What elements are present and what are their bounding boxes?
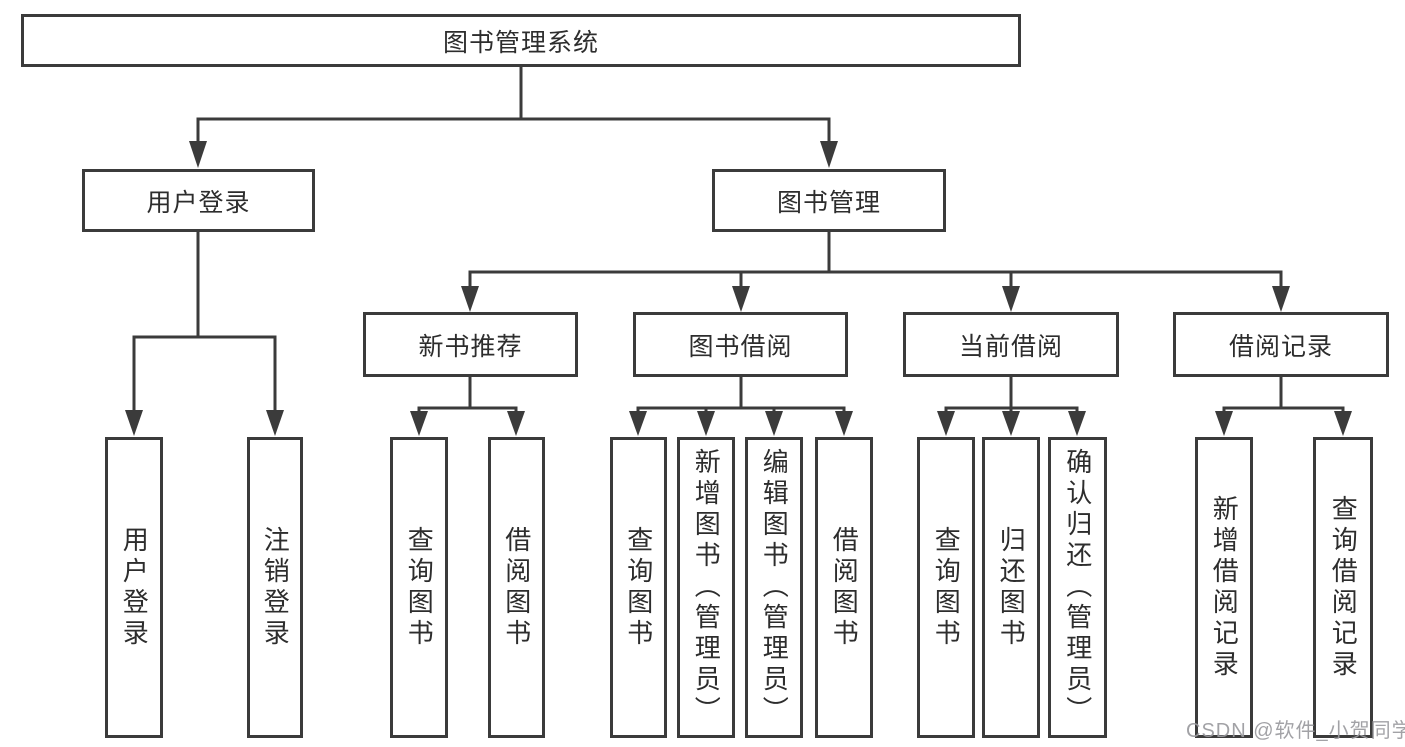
connector-records-rail [1222, 406, 1345, 414]
leaf-query-borrow-record: 查询借阅记录 [1313, 437, 1373, 738]
node-label: 图书借阅 [688, 332, 793, 361]
connector-level2-rail [196, 117, 831, 144]
arrow-down-icon [629, 411, 647, 436]
leaf-label: 查询图书 [931, 525, 962, 650]
leaf-borrow-books-recommend: 借阅图书 [488, 437, 545, 738]
leaf-return-books: 归还图书 [982, 437, 1040, 738]
leaf-label: 新增图书（管理员） [691, 448, 722, 727]
csdn-watermark: CSDN @软件_小贺同学 [1186, 720, 1405, 742]
connector-borrowing-rail [636, 406, 846, 414]
connector-level3-rail [468, 270, 1283, 288]
leaf-logout: 注销登录 [247, 437, 303, 738]
leaf-add-borrow-record: 新增借阅记录 [1195, 437, 1253, 738]
arrow-down-icon [410, 411, 428, 436]
leaf-borrow-books-borrowing: 借阅图书 [815, 437, 873, 738]
arrow-down-icon [1215, 411, 1233, 436]
arrow-down-icon [1002, 286, 1020, 312]
arrow-down-icon [507, 411, 525, 436]
leaf-query-books-borrowing: 查询图书 [610, 437, 667, 738]
node-label: 新书推荐 [418, 332, 523, 361]
arrow-down-icon [937, 411, 955, 436]
leaf-confirm-return-admin: 确认归还（管理员） [1048, 437, 1107, 738]
arrow-down-icon [732, 286, 750, 312]
leaf-label: 归还图书 [996, 525, 1027, 650]
leaf-label: 注销登录 [260, 525, 291, 650]
connector-recommend-rail [417, 406, 518, 414]
arrow-down-icon [1002, 411, 1020, 436]
arrow-down-icon [1334, 411, 1352, 436]
leaf-query-books-recommend: 查询图书 [390, 437, 448, 738]
node-label: 当前借阅 [958, 332, 1063, 361]
node-label: 借阅记录 [1228, 332, 1333, 361]
leaf-label: 查询图书 [623, 525, 654, 650]
leaf-label: 查询借阅记录 [1328, 494, 1359, 681]
leaf-user-login: 用户登录 [105, 437, 163, 738]
leaf-label: 确认归还（管理员） [1062, 448, 1093, 727]
leaf-label: 借阅图书 [501, 525, 532, 650]
arrow-down-icon [125, 410, 143, 436]
arrow-down-icon [835, 411, 853, 436]
leaf-query-books-current: 查询图书 [917, 437, 975, 738]
leaf-add-books-admin: 新增图书（管理员） [677, 437, 735, 738]
arrow-down-icon [697, 411, 715, 436]
arrow-down-icon [189, 141, 207, 168]
leaf-label: 编辑图书（管理员） [759, 448, 790, 727]
arrow-down-icon [820, 141, 838, 168]
node-borrow-records: 借阅记录 [1173, 312, 1389, 377]
arrow-down-icon [765, 411, 783, 436]
node-new-book-recommend: 新书推荐 [363, 312, 578, 377]
node-label: 用户登录 [146, 188, 251, 217]
arrow-down-icon [461, 286, 479, 312]
node-book-management: 图书管理 [712, 169, 946, 232]
leaf-label: 查询图书 [404, 525, 435, 650]
leaf-label: 借阅图书 [829, 525, 860, 650]
connector-user-login-rail [132, 335, 277, 412]
leaf-label: 新增借阅记录 [1209, 494, 1240, 681]
arrow-down-icon [1068, 411, 1086, 436]
leaf-label: 用户登录 [119, 525, 150, 650]
leaf-edit-books-admin: 编辑图书（管理员） [745, 437, 803, 738]
node-user-login: 用户登录 [82, 169, 315, 232]
arrow-down-icon [266, 410, 284, 436]
node-library-management-system: 图书管理系统 [21, 14, 1021, 67]
arrowheads [125, 141, 1352, 436]
node-label: 图书管理 [776, 188, 881, 217]
arrow-down-icon [1272, 286, 1290, 312]
node-label: 图书管理系统 [442, 28, 599, 57]
node-current-borrowing: 当前借阅 [903, 312, 1119, 377]
node-book-borrowing: 图书借阅 [633, 312, 848, 377]
